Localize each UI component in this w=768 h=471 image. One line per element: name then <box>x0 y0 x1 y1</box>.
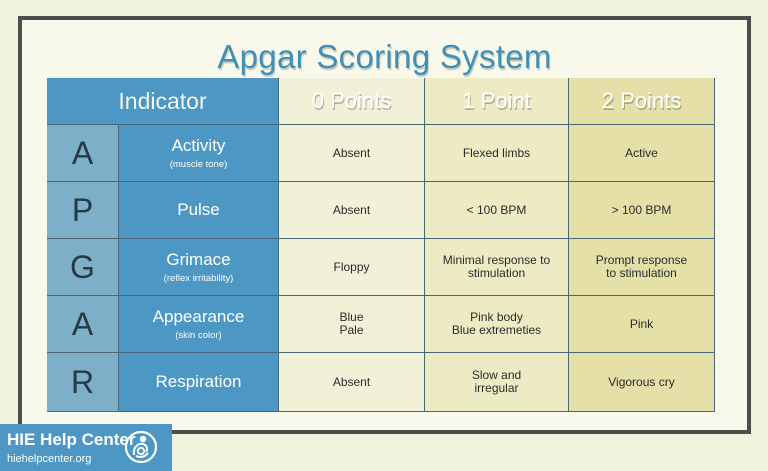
score-1-cell: < 100 BPM <box>425 182 569 239</box>
score-2-cell: Pink <box>569 296 715 353</box>
logo-name: HIE Help Center <box>7 430 136 449</box>
score-1-cell: Pink body Blue extremeties <box>425 296 569 353</box>
indicator-cell: Appearance (skin color) <box>119 296 279 353</box>
score-1-cell: Slow and irregular <box>425 353 569 412</box>
score-1-cell: Minimal response to stimulation <box>425 239 569 296</box>
hie-logo-badge[interactable]: HIE Help Center hiehelpcenter.org <box>0 424 172 471</box>
row-letter: P <box>47 182 119 239</box>
row-letter: A <box>47 125 119 182</box>
points-2-header: 2 Points <box>569 78 715 125</box>
mother-and-baby-icon <box>124 430 158 464</box>
indicator-detail: (muscle tone) <box>169 158 228 170</box>
apgar-table: Indicator 0 Points 1 Point 2 Points A Ac… <box>47 78 715 412</box>
score-0-cell: Blue Pale <box>279 296 425 353</box>
indicator-cell: Respiration <box>119 353 279 412</box>
indicator-name: Appearance <box>152 306 245 326</box>
score-2-cell: Vigorous cry <box>569 353 715 412</box>
indicator-name: Activity <box>171 135 226 155</box>
score-2-cell: Prompt response to stimulation <box>569 239 715 296</box>
score-0-cell: Absent <box>279 353 425 412</box>
indicator-cell: Grimace (reflex irritability) <box>119 239 279 296</box>
logo-url: hiehelpcenter.org <box>7 453 92 465</box>
points-1-header: 1 Point <box>425 78 569 125</box>
indicator-cell: Activity (muscle tone) <box>119 125 279 182</box>
indicator-header: Indicator <box>47 78 279 125</box>
indicator-name: Pulse <box>177 200 220 219</box>
row-letter: R <box>47 353 119 412</box>
indicator-detail: (reflex irritability) <box>163 272 234 284</box>
score-2-cell: > 100 BPM <box>569 182 715 239</box>
score-2-cell: Active <box>569 125 715 182</box>
indicator-cell: Pulse <box>119 182 279 239</box>
score-1-cell: Flexed limbs <box>425 125 569 182</box>
score-0-cell: Floppy <box>279 239 425 296</box>
score-0-cell: Absent <box>279 125 425 182</box>
row-letter: G <box>47 239 119 296</box>
row-letter: A <box>47 296 119 353</box>
points-0-header: 0 Points <box>279 78 425 125</box>
indicator-detail: (skin color) <box>175 329 222 341</box>
indicator-name: Respiration <box>155 372 242 391</box>
indicator-name: Grimace <box>166 249 231 269</box>
page-title: Apgar Scoring System <box>217 38 552 75</box>
score-0-cell: Absent <box>279 182 425 239</box>
